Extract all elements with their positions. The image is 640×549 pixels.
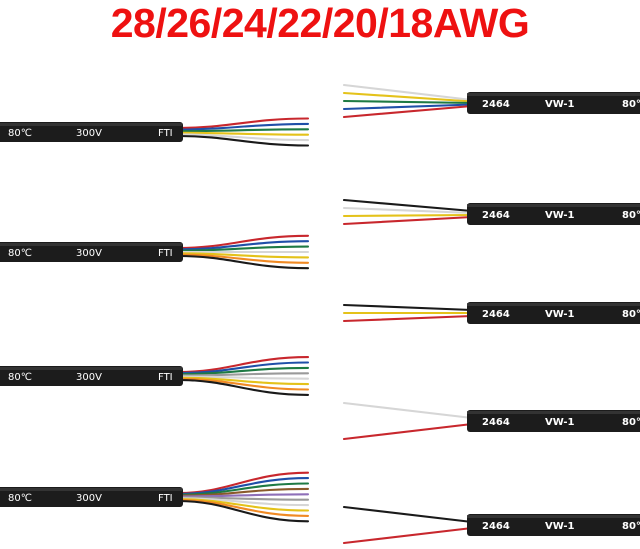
jacket-highlight xyxy=(0,367,182,370)
print-style-number: 2464 xyxy=(482,210,510,221)
cable-jacket xyxy=(467,203,640,225)
wire-grey xyxy=(176,372,310,377)
wire-yellow xyxy=(342,91,474,103)
jacket-highlight xyxy=(0,243,182,246)
left-cable-2: 80℃ 300V FTI xyxy=(0,234,310,270)
wire-red xyxy=(342,314,474,323)
wire-green xyxy=(342,99,474,105)
wire-red xyxy=(176,117,310,130)
wire-black xyxy=(176,378,310,396)
right-cable-1: 2464 VW-1 80℃ xyxy=(342,83,640,119)
print-voltage: 300V xyxy=(76,248,102,259)
cable-jacket xyxy=(467,514,640,536)
product-title: 28/26/24/22/20/18AWG xyxy=(110,0,530,46)
wire-purple xyxy=(176,493,310,498)
print-fti: FTI xyxy=(158,248,173,259)
wire-red xyxy=(342,104,474,119)
print-temperature: 80℃ xyxy=(622,210,640,221)
wire-grey xyxy=(176,496,310,501)
wire-green xyxy=(176,366,310,376)
print-style-number: 2464 xyxy=(482,99,510,110)
jacket-highlight xyxy=(467,411,640,414)
jacket-highlight xyxy=(467,204,640,207)
wire-yellow xyxy=(342,213,474,218)
wire-blue xyxy=(176,122,310,131)
print-flame-rating: VW-1 xyxy=(545,210,574,221)
wire-blue xyxy=(342,103,474,111)
print-temperature: 80℃ xyxy=(8,493,32,504)
wire-yellow xyxy=(176,131,310,136)
wire-white xyxy=(176,497,310,507)
wire-black xyxy=(342,505,474,524)
wire-orange xyxy=(176,253,310,264)
cable-jacket xyxy=(467,302,640,324)
cable-jacket xyxy=(0,122,183,142)
wire-yellow xyxy=(176,252,310,259)
wire-black xyxy=(176,499,310,523)
wire-blue xyxy=(176,361,310,375)
print-flame-rating: VW-1 xyxy=(545,521,574,532)
left-cable-4: 80℃ 300V FTI xyxy=(0,471,310,523)
wire-red xyxy=(342,422,474,441)
print-style-number: 2464 xyxy=(482,417,510,428)
left-cable-1: 80℃ 300V FTI xyxy=(0,117,310,147)
wire-black xyxy=(342,303,474,312)
wire-black xyxy=(176,134,310,147)
print-flame-rating: VW-1 xyxy=(545,417,574,428)
print-temperature: 80℃ xyxy=(622,521,640,532)
print-voltage: 300V xyxy=(76,128,102,139)
print-style-number: 2464 xyxy=(482,309,510,320)
print-fti: FTI xyxy=(158,493,173,504)
print-temperature: 80℃ xyxy=(8,248,32,259)
print-flame-rating: VW-1 xyxy=(545,309,574,320)
wire-orange xyxy=(176,377,310,391)
cable-jacket xyxy=(467,410,640,432)
wire-yellow xyxy=(176,376,310,386)
print-voltage: 300V xyxy=(76,493,102,504)
wire-white xyxy=(176,375,310,380)
jacket-highlight xyxy=(467,515,640,518)
print-fti: FTI xyxy=(158,128,173,139)
cable-jacket xyxy=(467,92,640,114)
jacket-highlight xyxy=(0,123,182,126)
wire-red xyxy=(176,471,310,495)
jacket-highlight xyxy=(0,488,182,491)
print-style-number: 2464 xyxy=(482,521,510,532)
print-temperature: 80℃ xyxy=(8,128,32,139)
print-fti: FTI xyxy=(158,372,173,383)
right-cable-3: 2464 VW-1 80℃ xyxy=(342,302,640,324)
wire-black xyxy=(342,198,474,213)
wire-red xyxy=(176,356,310,374)
print-temperature: 80℃ xyxy=(622,417,640,428)
wire-blue xyxy=(176,240,310,251)
left-cable-3: 80℃ 300V FTI xyxy=(0,356,310,396)
cable-jacket xyxy=(0,487,183,507)
right-cable-2: 2464 VW-1 80℃ xyxy=(342,198,640,226)
wire-black xyxy=(176,254,310,270)
right-cable-4: 2464 VW-1 80℃ xyxy=(342,401,640,441)
wire-green xyxy=(176,128,310,133)
right-cable-5: 2464 VW-1 80℃ xyxy=(342,505,640,545)
wire-green xyxy=(176,245,310,252)
print-temperature: 80℃ xyxy=(622,309,640,320)
print-temperature: 80℃ xyxy=(8,372,32,383)
wire-white xyxy=(342,83,474,102)
wire-white xyxy=(342,401,474,420)
wire-white xyxy=(176,133,310,142)
wire-red xyxy=(342,526,474,545)
wire-red xyxy=(342,215,474,226)
wire-red xyxy=(176,234,310,250)
jacket-highlight xyxy=(467,93,640,96)
print-voltage: 300V xyxy=(76,372,102,383)
jacket-highlight xyxy=(467,303,640,306)
cable-jacket xyxy=(0,242,183,262)
print-temperature: 80℃ xyxy=(622,99,640,110)
cable-jacket xyxy=(0,366,183,386)
wire-white xyxy=(342,206,474,215)
print-flame-rating: VW-1 xyxy=(545,99,574,110)
